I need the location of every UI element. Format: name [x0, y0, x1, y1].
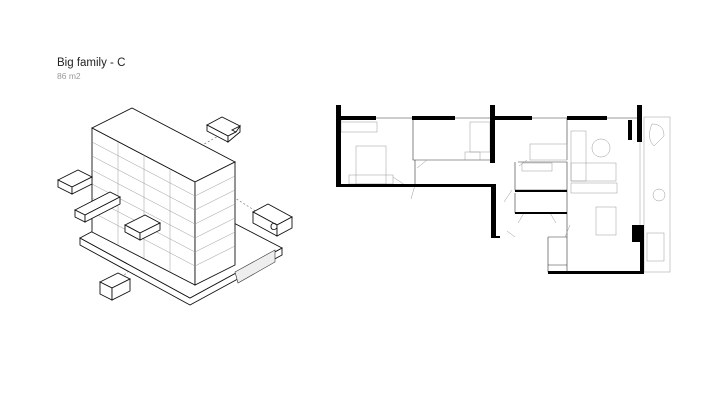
unit-box [206, 116, 242, 143]
unit-title: Big family - C [57, 57, 126, 69]
unit-box [98, 272, 132, 301]
unit-box-c: C [252, 203, 293, 237]
balcony [643, 116, 671, 273]
unit-area: 86 m2 [57, 71, 81, 81]
unit-box [74, 191, 121, 223]
walls [336, 105, 644, 274]
unit-label: C [270, 222, 277, 233]
tower-block [91, 107, 236, 286]
unit-box [56, 169, 94, 195]
furniture [340, 121, 666, 262]
unit-box [124, 214, 161, 241]
doors [392, 159, 571, 238]
